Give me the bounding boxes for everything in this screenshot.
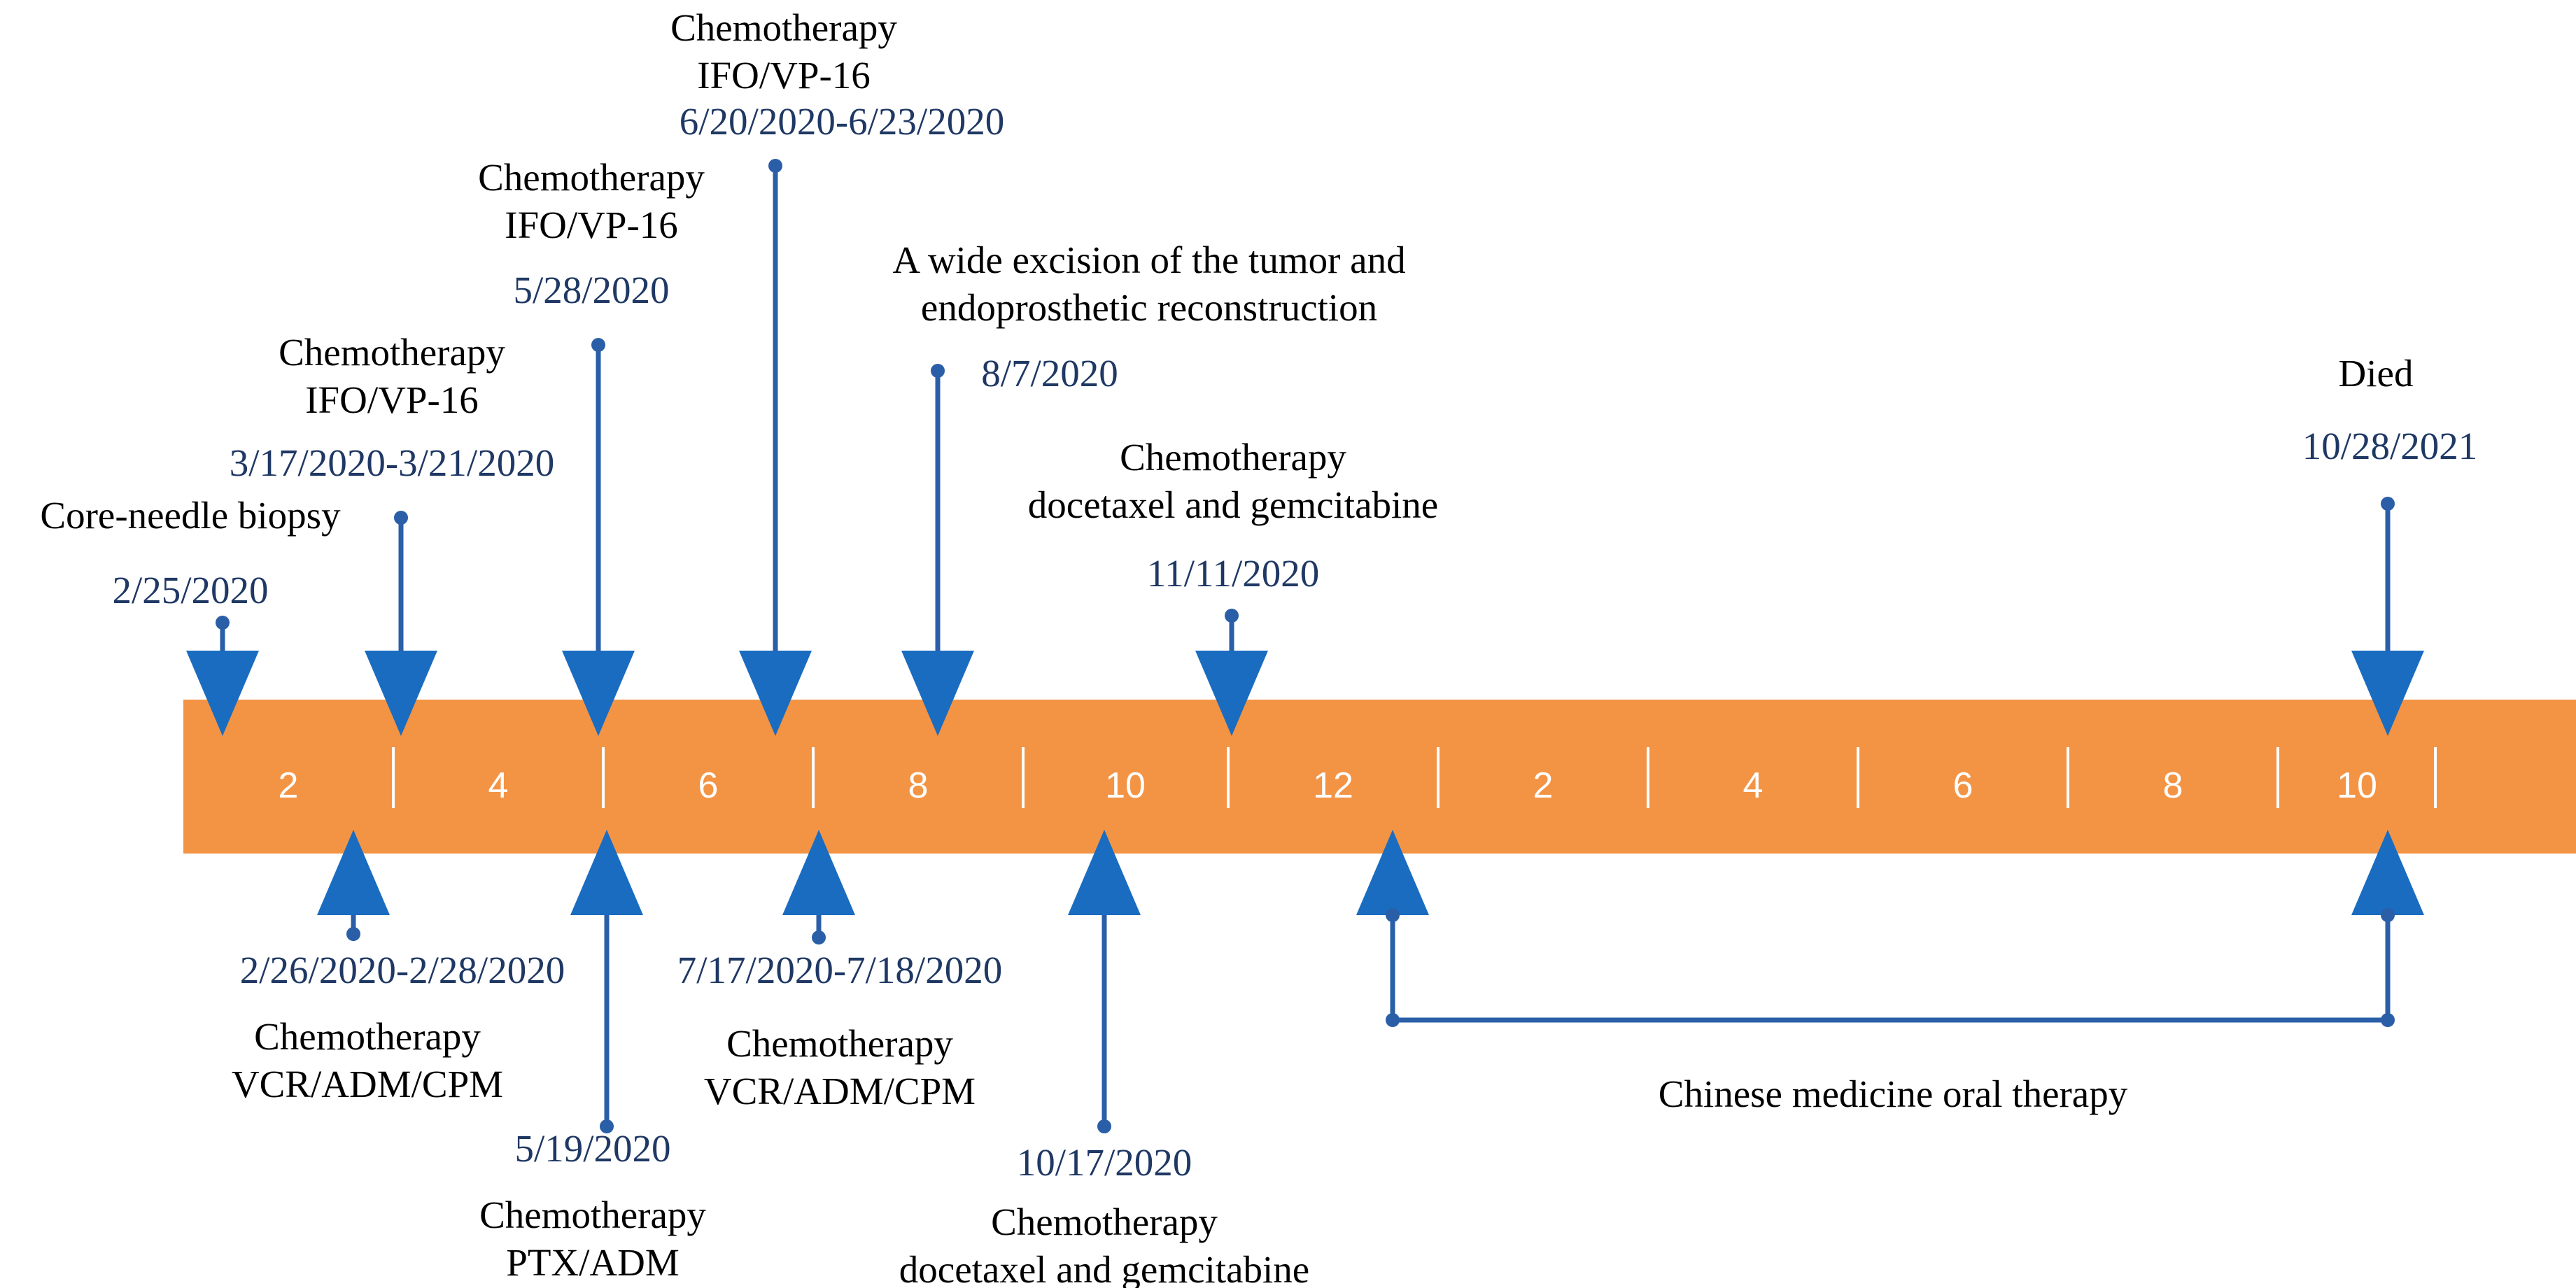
month-label: 4 xyxy=(488,765,509,806)
event-chemo-0317-dot xyxy=(394,511,408,525)
month-label: 6 xyxy=(1953,765,1973,806)
month-label: 12 xyxy=(1313,765,1353,806)
event-chemo-0519-dot xyxy=(600,1119,614,1133)
month-label: 10 xyxy=(2337,765,2377,806)
event-chemo-0717-dot xyxy=(812,930,826,944)
event-chemo-0317-label: Chemotherapy xyxy=(279,331,505,374)
event-chemo-1111-dot xyxy=(1225,609,1239,623)
event-chemo-0620-label: Chemotherapy xyxy=(670,6,897,49)
event-chemo-1111-arrowhead xyxy=(1195,651,1268,736)
event-chemo-0317-arrowhead xyxy=(365,651,437,736)
month-label: 10 xyxy=(1105,765,1146,806)
event-excision-date: 8/7/2020 xyxy=(981,352,1118,395)
month-label: 2 xyxy=(1533,765,1554,806)
month-label: 8 xyxy=(2163,765,2183,806)
event-chemo-0528-dot xyxy=(591,338,605,352)
event-chemo-1017-label: Chemotherapy xyxy=(991,1201,1218,1243)
month-label: 2 xyxy=(279,765,299,806)
event-chemo-1111-date: 11/11/2020 xyxy=(1147,552,1319,595)
month-label: 8 xyxy=(908,765,929,806)
event-chemo-0519-label: PTX/ADM xyxy=(506,1241,680,1284)
month-label: 4 xyxy=(1743,765,1764,806)
event-excision-label: endoprosthetic reconstruction xyxy=(921,286,1377,329)
event-died-dot xyxy=(2381,497,2395,511)
event-chemo-0717-date: 7/17/2020-7/18/2020 xyxy=(677,949,1002,991)
event-chemo-0620-arrowhead xyxy=(739,651,812,736)
event-chemo-0528-label: Chemotherapy xyxy=(478,156,705,199)
event-chemo-0717-arrowhead xyxy=(782,830,855,915)
event-biopsy-date: 2/25/2020 xyxy=(112,569,268,611)
event-chemo-0519-date: 5/19/2020 xyxy=(514,1127,670,1170)
span-start-dot xyxy=(1386,1013,1400,1027)
event-excision-arrowhead xyxy=(901,651,974,736)
event-chemo-1017-arrowhead xyxy=(1068,830,1141,915)
event-excision-label: A wide excision of the tumor and xyxy=(892,239,1405,281)
event-chemo-1017-dot xyxy=(1097,1119,1111,1133)
event-biopsy-label: Core-needle biopsy xyxy=(40,494,341,537)
event-biopsy-arrowhead xyxy=(186,651,259,736)
event-chemo-1111-label: Chemotherapy xyxy=(1120,436,1346,479)
event-chemo-0528-date: 5/28/2020 xyxy=(513,269,669,311)
event-died-date: 10/28/2021 xyxy=(2302,425,2478,467)
timeline-band xyxy=(183,700,2576,854)
event-chemo-0226-arrowhead xyxy=(317,830,390,915)
event-died-arrowhead xyxy=(2351,651,2424,736)
event-chemo-0226-dot xyxy=(346,927,360,941)
event-chemo-0519-arrowhead xyxy=(570,830,643,915)
event-chemo-0226-date: 2/26/2020-2/28/2020 xyxy=(240,949,565,991)
event-chemo-0528-label: IFO/VP-16 xyxy=(505,204,678,246)
event-chemo-0620-label: IFO/VP-16 xyxy=(697,54,871,97)
event-chemo-1017-label: docetaxel and gemcitabine xyxy=(899,1248,1309,1288)
event-biopsy-dot xyxy=(216,616,230,630)
event-chemo-0317-label: IFO/VP-16 xyxy=(305,378,479,421)
event-chemo-0717-label: VCR/ADM/CPM xyxy=(704,1070,976,1112)
month-label: 6 xyxy=(698,765,719,806)
event-chemo-0317-date: 3/17/2020-3/21/2020 xyxy=(230,441,554,484)
span-end-arrowhead xyxy=(2351,830,2424,915)
event-excision-dot xyxy=(931,364,945,378)
event-chemo-0519-label: Chemotherapy xyxy=(479,1194,706,1236)
span-label: Chinese medicine oral therapy xyxy=(1659,1073,2128,1115)
event-chemo-0528-arrowhead xyxy=(562,651,635,736)
event-chemo-0717-label: Chemotherapy xyxy=(726,1022,953,1065)
event-chemo-0620-date: 6/20/2020-6/23/2020 xyxy=(680,100,1004,143)
span-start-arrowhead xyxy=(1356,830,1429,915)
event-died-label: Died xyxy=(2339,352,2414,395)
event-chemo-1111-label: docetaxel and gemcitabine xyxy=(1028,483,1438,526)
span-end-dot xyxy=(2381,1013,2395,1027)
event-chemo-0226-label: Chemotherapy xyxy=(254,1015,481,1058)
event-chemo-1017-date: 10/17/2020 xyxy=(1017,1141,1192,1184)
event-chemo-0620-dot xyxy=(768,159,782,173)
event-chemo-0226-label: VCR/ADM/CPM xyxy=(232,1063,503,1105)
